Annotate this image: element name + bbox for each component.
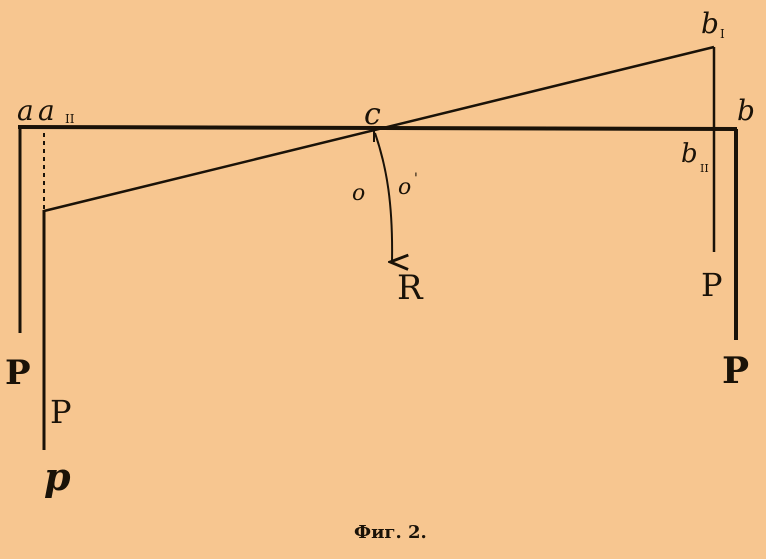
lever-ab-horizontal xyxy=(17,125,738,131)
label-a: a xyxy=(17,94,34,127)
label-R: R xyxy=(397,268,424,308)
label-a11-mark: II xyxy=(65,112,75,126)
label-p-left-bottom: p xyxy=(44,454,71,499)
label-b11: b xyxy=(681,139,698,169)
label-b11-mark: II xyxy=(700,162,709,175)
label-P-right-outer: P xyxy=(722,350,749,392)
label-o-right: o xyxy=(398,175,411,200)
label-b1-mark: I xyxy=(720,27,725,41)
label-o-right-mark: ' xyxy=(414,171,418,187)
figure-caption: Фиг. 2. xyxy=(354,522,427,543)
label-o-left: o xyxy=(352,181,365,206)
rotation-arc xyxy=(374,132,392,262)
label-c: c xyxy=(364,97,381,132)
label-a11: a xyxy=(38,94,55,127)
label-b: b xyxy=(737,94,755,127)
lever-inclined xyxy=(43,45,715,213)
label-P-right-inner: P xyxy=(701,266,723,304)
label-P-left-outer: P xyxy=(5,353,31,393)
label-b1: b xyxy=(701,7,719,40)
label-P-left-inner: P xyxy=(50,393,72,431)
